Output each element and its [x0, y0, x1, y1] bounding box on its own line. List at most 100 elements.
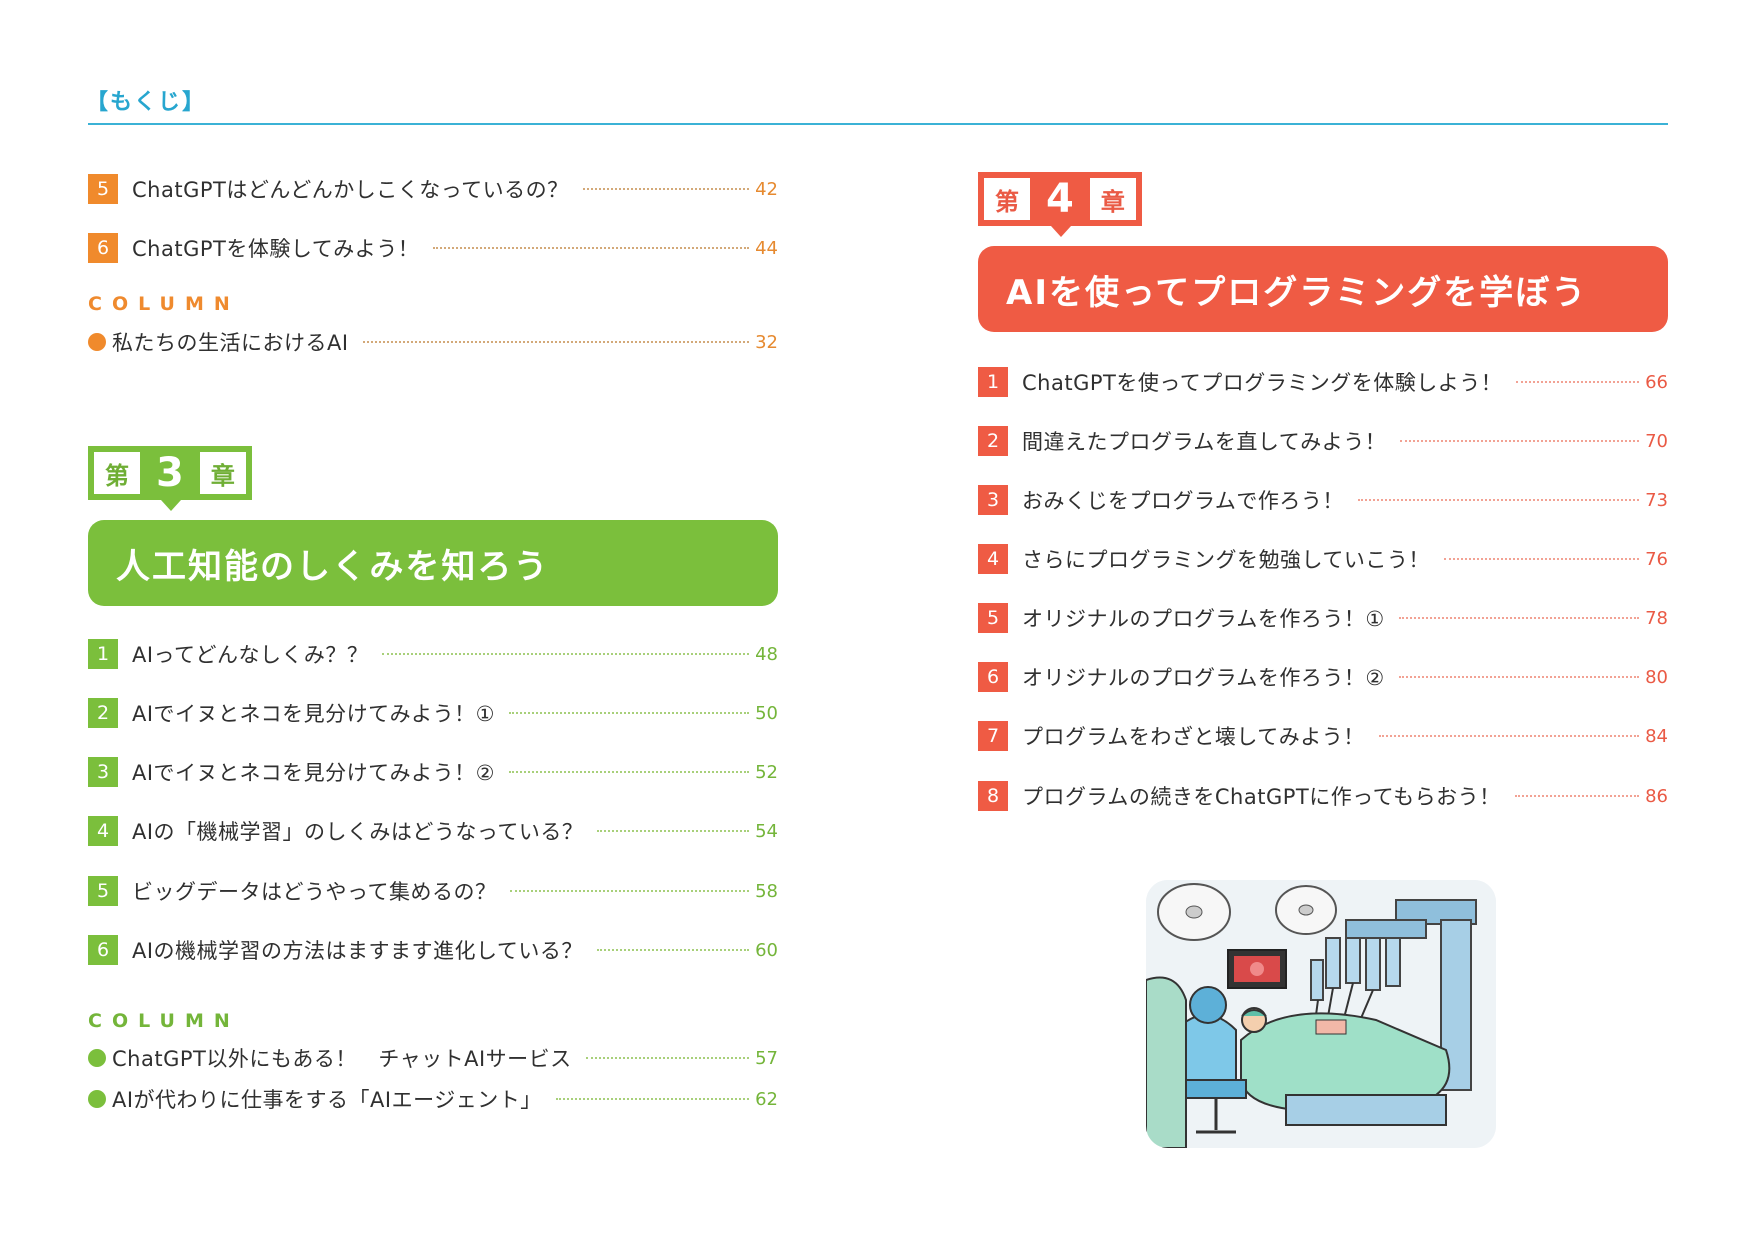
column-item[interactable]: ChatGPT以外にもある！ チャットAIサービス 57: [88, 1041, 778, 1075]
item-title: プログラムの続きをChatGPTに作ってもらおう！: [1022, 785, 1501, 809]
item-title: ChatGPTはどんどんかしこくなっているの？: [132, 178, 569, 202]
item-number-badge: 7: [978, 721, 1008, 751]
page-number: 66: [1645, 371, 1668, 393]
chapter-suffix: 章: [199, 452, 246, 494]
bullet-dot-icon: [88, 333, 106, 351]
dotted-leader: [433, 247, 750, 249]
page-number: 50: [755, 702, 778, 724]
dotted-leader: [510, 890, 750, 892]
dotted-leader: [597, 830, 750, 832]
item-number-badge: 4: [88, 816, 118, 846]
item-number-badge: 5: [978, 603, 1008, 633]
chapter-prefix: 第: [94, 452, 140, 494]
page-number: 52: [755, 761, 778, 783]
page-header-title: 【もくじ】: [86, 90, 207, 115]
column-item[interactable]: 私たちの生活におけるAI 32: [88, 325, 778, 359]
chapter-prefix: 第: [984, 178, 1030, 220]
toc-row[interactable]: 1 AIってどんなしくみ？？ 48: [88, 637, 778, 671]
dotted-leader: [1398, 676, 1640, 678]
robot-surgery-illustration: [1146, 880, 1496, 1148]
chapter-4-title[interactable]: AIを使ってプログラミングを学ぼう: [978, 246, 1668, 332]
item-number-badge: 3: [978, 485, 1008, 515]
toc-row[interactable]: 3 おみくじをプログラムで作ろう！ 73: [978, 483, 1668, 517]
item-number-badge: 6: [88, 935, 118, 965]
toc-row[interactable]: 2 AIでイヌとネコを見分けてみよう！① 50: [88, 696, 778, 730]
chapter-number: 3: [156, 450, 184, 496]
dotted-leader: [508, 712, 750, 714]
toc-row[interactable]: 5 オリジナルのプログラムを作ろう！① 78: [978, 601, 1668, 635]
item-number-badge: 4: [978, 544, 1008, 574]
item-title: おみくじをプログラムで作ろう！: [1022, 489, 1344, 513]
chapter-number: 4: [1046, 176, 1074, 222]
bullet-dot-icon: [88, 1049, 106, 1067]
toc-row[interactable]: 6 オリジナルのプログラムを作ろう！② 80: [978, 660, 1668, 694]
item-title: ChatGPTを体験してみよう！: [132, 237, 420, 261]
toc-row[interactable]: 7 プログラムをわざと壊してみよう！ 84: [978, 719, 1668, 753]
toc-row[interactable]: 2 間違えたプログラムを直してみよう！ 70: [978, 424, 1668, 458]
page-number: 48: [755, 643, 778, 665]
page-number: 62: [755, 1088, 778, 1110]
toc-row[interactable]: 8 プログラムの続きをChatGPTに作ってもらおう！ 86: [978, 779, 1668, 813]
dotted-leader: [1357, 499, 1640, 501]
page-number: 42: [755, 178, 778, 200]
column-item[interactable]: AIが代わりに仕事をする「AIエージェント」 62: [88, 1082, 778, 1116]
toc-row[interactable]: 4 さらにプログラミングを勉強していこう！ 76: [978, 542, 1668, 576]
page-number: 60: [755, 939, 778, 961]
item-title: オリジナルのプログラムを作ろう！②: [1022, 666, 1385, 690]
item-number-badge: 5: [88, 174, 118, 204]
page-number: 76: [1645, 548, 1668, 570]
toc-row[interactable]: 4 AIの「機械学習」のしくみはどうなっている？ 54: [88, 814, 778, 848]
item-title: AIが代わりに仕事をする「AIエージェント」: [112, 1088, 542, 1112]
item-number-badge: 1: [978, 367, 1008, 397]
toc-row[interactable]: 6 ChatGPTを体験してみよう！ 44: [88, 231, 778, 265]
item-title: AIでイヌとネコを見分けてみよう！②: [132, 761, 495, 785]
chapter-3-title[interactable]: 人工知能のしくみを知ろう: [88, 520, 778, 606]
item-title: AIでイヌとネコを見分けてみよう！①: [132, 702, 495, 726]
dotted-leader: [1398, 617, 1640, 619]
item-title: 私たちの生活におけるAI: [112, 331, 349, 355]
dotted-leader: [1378, 735, 1640, 737]
page-number: 78: [1645, 607, 1668, 629]
dotted-leader: [1514, 795, 1640, 797]
item-title: ビッグデータはどうやって集めるの？: [132, 880, 497, 904]
page-number: 44: [755, 237, 778, 259]
dotted-leader: [555, 1098, 750, 1100]
dotted-leader: [1400, 440, 1640, 442]
page-number: 57: [755, 1047, 778, 1069]
item-number-badge: 8: [978, 781, 1008, 811]
dotted-leader: [596, 949, 750, 951]
chapter-tab-pointer: [1051, 226, 1071, 237]
bullet-dot-icon: [88, 1090, 106, 1108]
toc-row[interactable]: 1 ChatGPTを使ってプログラミングを体験しよう！ 66: [978, 365, 1668, 399]
item-number-badge: 5: [88, 876, 118, 906]
chapter-4-tab: 第 4 章: [978, 172, 1142, 226]
toc-row[interactable]: 5 ChatGPTはどんどんかしこくなっているの？ 42: [88, 172, 778, 206]
item-title: AIってどんなしくみ？？: [132, 643, 369, 667]
item-title: プログラムをわざと壊してみよう！: [1022, 725, 1365, 749]
dotted-leader: [382, 653, 750, 655]
item-title: AIの機械学習の方法はますます進化している？: [132, 939, 583, 963]
item-number-badge: 2: [978, 426, 1008, 456]
toc-row[interactable]: 5 ビッグデータはどうやって集めるの？ 58: [88, 874, 778, 908]
dotted-leader: [1443, 558, 1640, 560]
dotted-leader: [585, 1057, 750, 1059]
chapter-tab-pointer: [161, 500, 181, 511]
page-number: 58: [755, 880, 778, 902]
toc-row[interactable]: 3 AIでイヌとネコを見分けてみよう！② 52: [88, 755, 778, 789]
page-number: 32: [755, 331, 778, 353]
dotted-leader: [582, 188, 750, 190]
header-rule: [88, 123, 1668, 125]
page-number: 54: [755, 820, 778, 842]
page-number: 70: [1645, 430, 1668, 452]
chapter-3-tab: 第 3 章: [88, 446, 252, 500]
dotted-leader: [1516, 381, 1640, 383]
toc-row[interactable]: 6 AIの機械学習の方法はますます進化している？ 60: [88, 933, 778, 967]
dotted-leader: [508, 771, 750, 773]
page-number: 86: [1645, 785, 1668, 807]
robot-surgery-illustration-svg: [1146, 880, 1496, 1148]
item-title: 間違えたプログラムを直してみよう！: [1022, 430, 1387, 454]
item-number-badge: 2: [88, 698, 118, 728]
item-number-badge: 3: [88, 757, 118, 787]
page-number: 84: [1645, 725, 1668, 747]
item-title: ChatGPTを使ってプログラミングを体験しよう！: [1022, 371, 1503, 395]
